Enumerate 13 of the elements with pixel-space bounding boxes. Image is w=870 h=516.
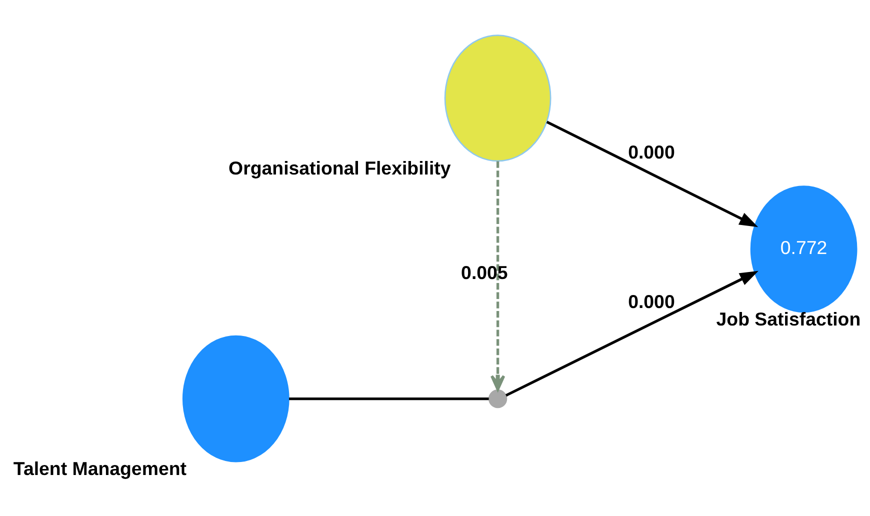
node-circle (488, 388, 508, 408)
connector (289, 396, 489, 400)
node-label: Talent Management (13, 458, 186, 479)
node-label: Organisational Flexibility (228, 157, 451, 178)
arrow (546, 120, 758, 227)
node-ellipse (182, 334, 290, 462)
node-ellipse (444, 34, 552, 162)
edge-label: 0.000 (628, 141, 675, 162)
node-ellipse: 0.772 (750, 185, 858, 312)
arrow (490, 160, 506, 390)
edge-label: 0.005 (461, 262, 508, 283)
edge-label: 0.000 (628, 290, 675, 312)
arrow (505, 270, 758, 396)
